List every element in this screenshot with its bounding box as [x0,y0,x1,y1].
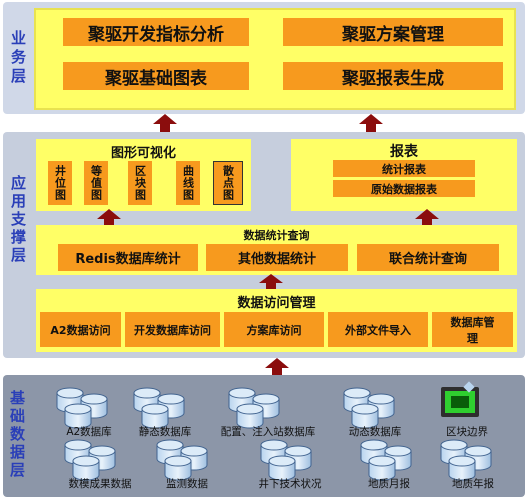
arrow-up-icon [359,114,383,133]
business-item-report-generation[interactable]: 聚驱报表生成 [283,62,503,90]
db-label-geology-yearly: 地质年报 [452,478,494,490]
access-title: 数据访问管理 [237,296,316,311]
graphics-item-well-location[interactable]: 井位图 [48,161,72,205]
graphics-title: 图形可视化 [110,146,176,161]
access-item-plan-db[interactable]: 方案库访问 [224,312,324,347]
access-item-dev-db[interactable]: 开发数据库访问 [125,312,220,347]
database-icons [56,387,492,481]
reports-title: 报表 [390,144,418,160]
db-label-monitoring: 监测数据 [166,478,208,490]
arrow-up-icon [415,209,439,228]
query-item-joint[interactable]: 联合统计查询 [357,244,499,271]
reports-item-raw-data[interactable]: 原始数据报表 [333,180,475,197]
access-item-db-management[interactable]: 数据库管理 [432,312,513,347]
graphics-item-block[interactable]: 区块图 [128,161,152,205]
block-boundary-icon [441,381,479,417]
query-item-redis[interactable]: Redis数据库统计 [58,244,198,271]
reports-item-statistics[interactable]: 统计报表 [333,160,475,177]
database-cylinder-icon [448,455,476,481]
business-item-basic-charts[interactable]: 聚驱基础图表 [63,62,249,90]
business-layer-label: 业务层 [9,30,27,87]
support-layer-label: 应用支撑层 [9,175,27,265]
arrow-up-icon [265,358,289,377]
db-label-config: 配置、注入站数据库 [220,426,316,438]
database-cylinder-icon [72,455,100,481]
database-cylinder-icon [268,455,296,481]
database-cylinder-icon [164,455,192,481]
graphics-item-contour[interactable]: 等值图 [84,161,108,205]
graphics-item-scatter[interactable]: 散点图 [213,161,243,205]
db-label-block-boundary: 区块边界 [446,426,488,438]
graphics-item-curve[interactable]: 曲线图 [176,161,200,205]
access-item-file-import[interactable]: 外部文件导入 [328,312,428,347]
arrow-up-icon [97,209,121,228]
business-item-plan-management[interactable]: 聚驱方案管理 [283,18,503,46]
db-label-a2: A2数据库 [66,426,112,438]
db-label-downhole: 井下技术状况 [258,478,322,490]
db-label-dynamic: 动态数据库 [348,426,402,438]
business-item-indicator-analysis[interactable]: 聚驱开发指标分析 [63,18,249,46]
db-label-numerical-model: 数模成果数据 [68,478,132,490]
db-label-static: 静态数据库 [138,426,192,438]
query-item-other[interactable]: 其他数据统计 [206,244,348,271]
database-cylinder-icon [141,403,169,429]
query-title: 数据统计查询 [243,229,310,242]
database-cylinder-icon [351,403,379,429]
access-item-a2[interactable]: A2数据访问 [40,312,121,347]
base-layer-label: 基础数据层 [8,390,26,480]
database-cylinder-icon [236,403,264,429]
arrow-up-icon [153,114,177,133]
db-label-geology-monthly: 地质月报 [368,478,410,490]
arrow-up-icon [259,274,283,291]
database-cylinder-icon [368,455,396,481]
database-cylinder-icon [80,393,108,419]
database-cylinder-icon [64,403,92,429]
